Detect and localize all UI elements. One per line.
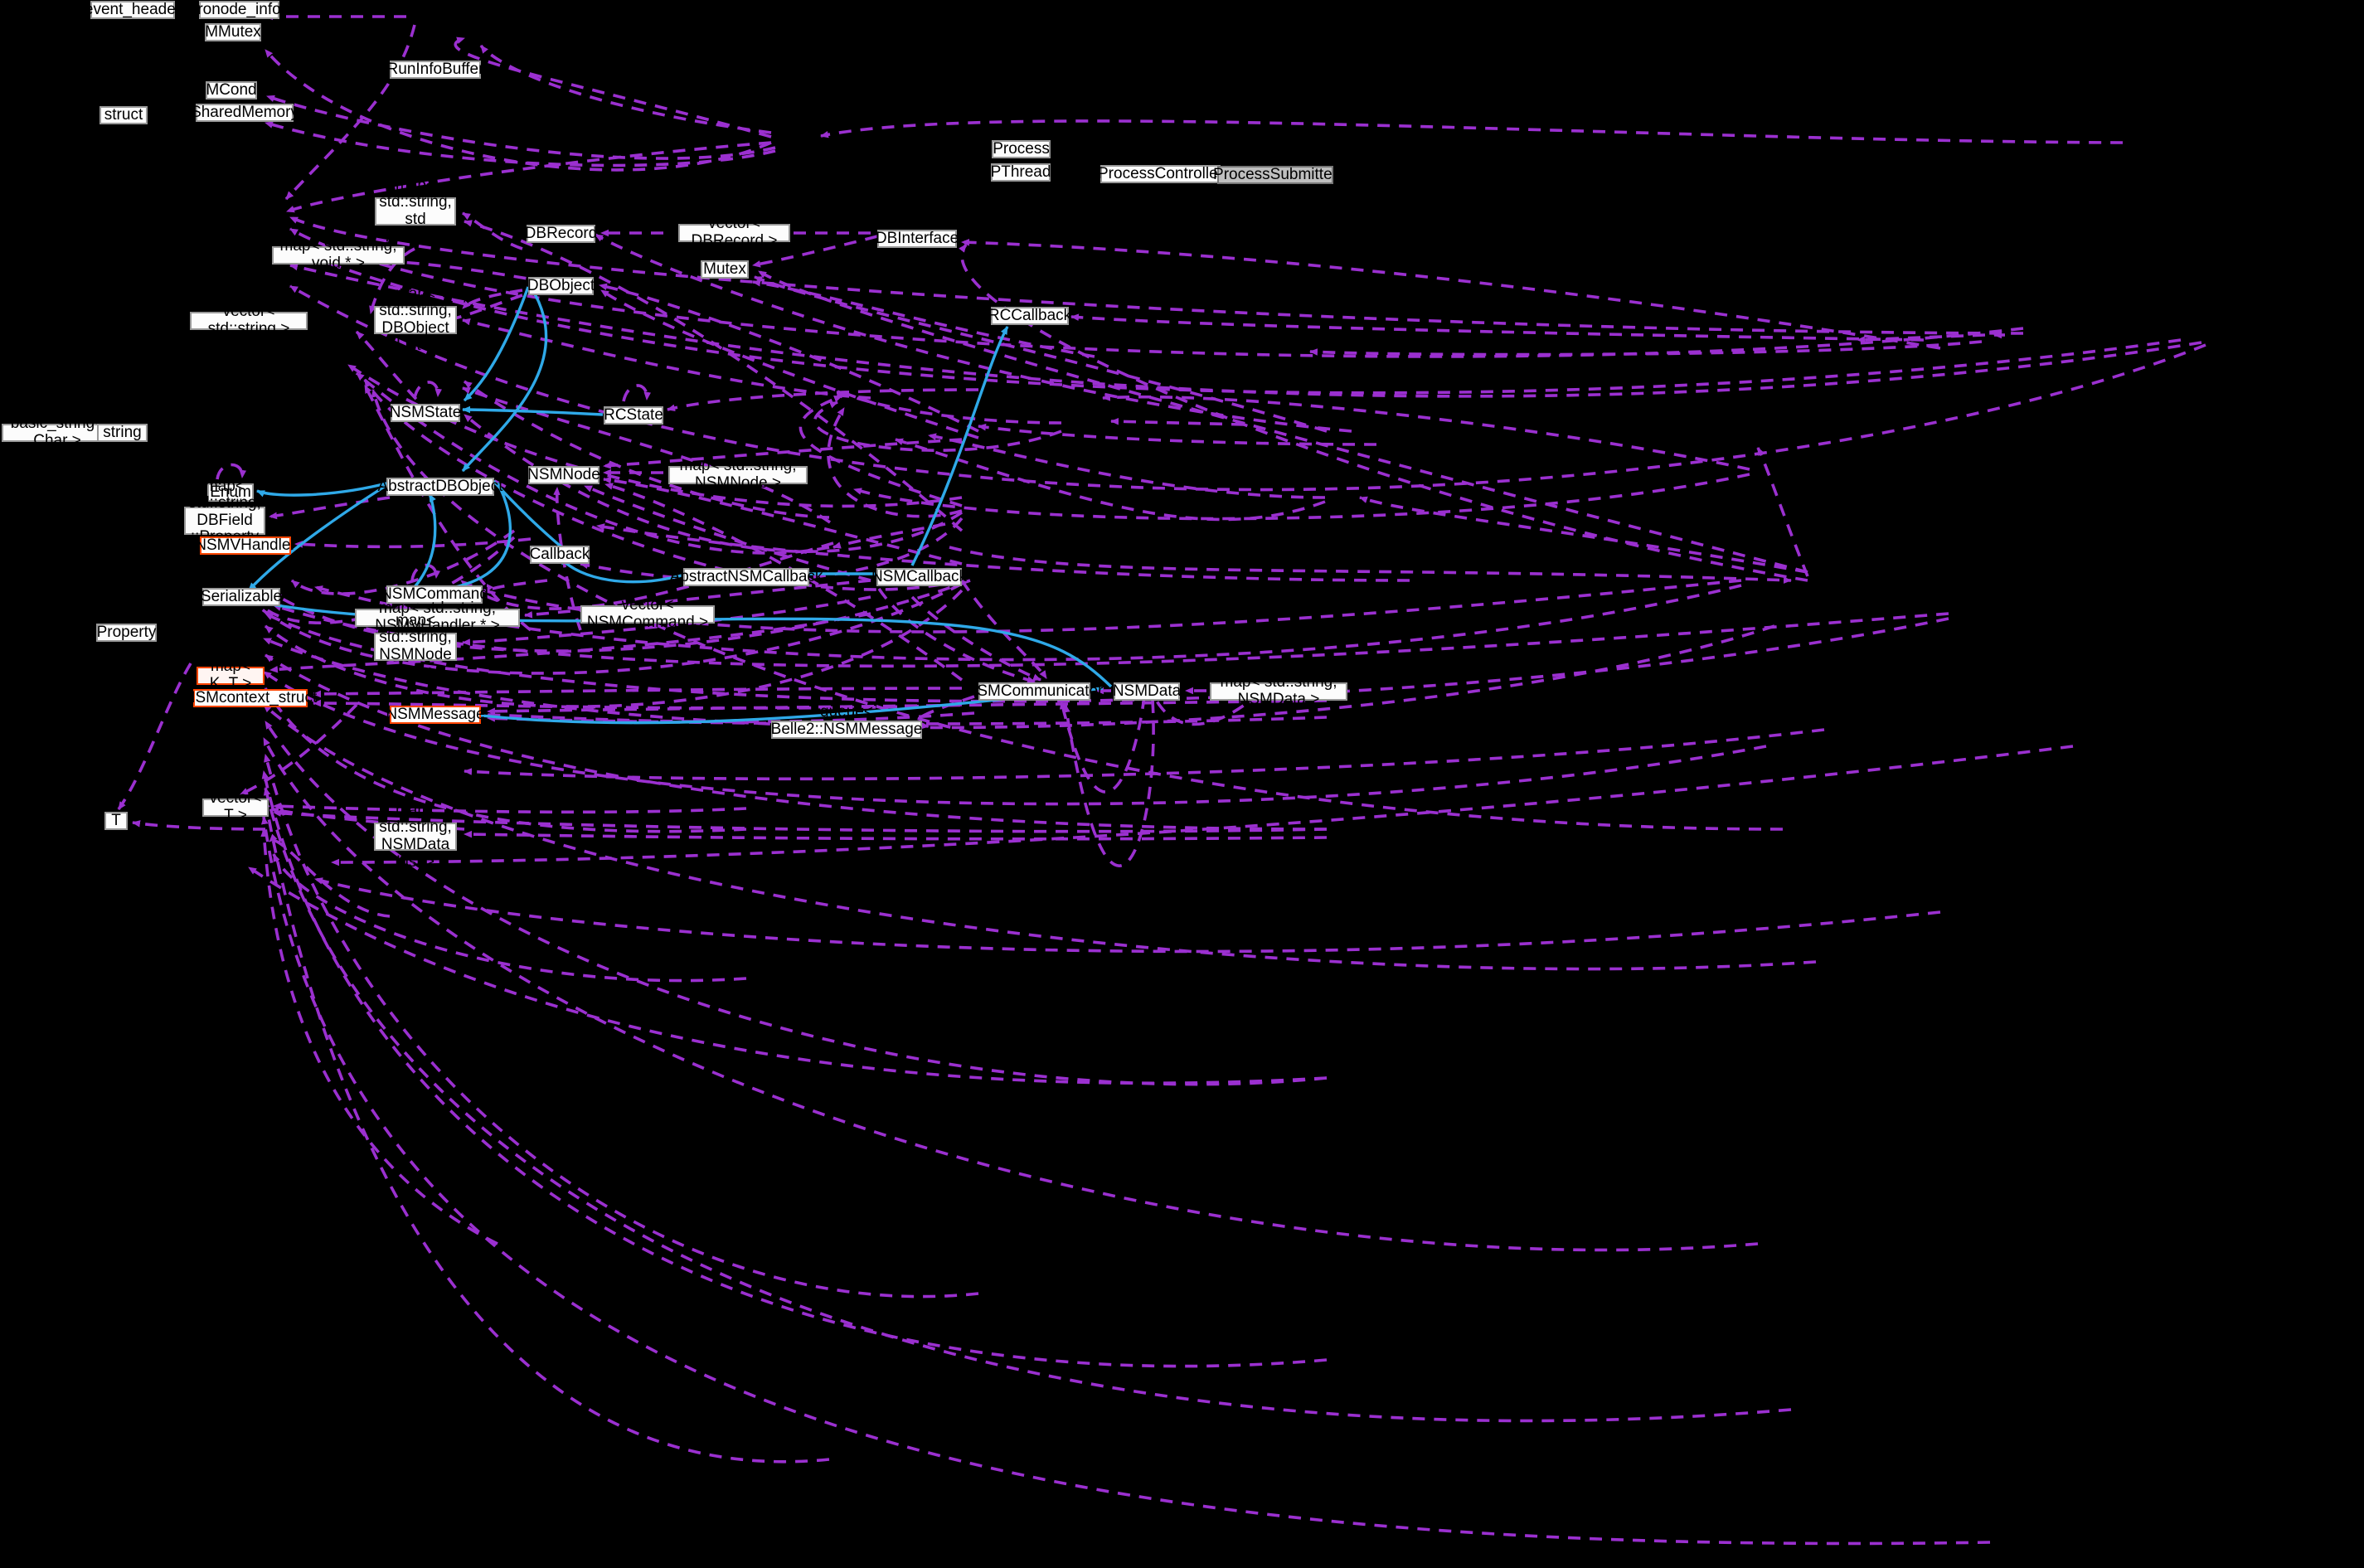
class-node-NSMcontext_struct[interactable]: NSMcontext_struct bbox=[183, 688, 318, 707]
class-node-event_header[interactable]: event_header bbox=[84, 0, 182, 19]
class-node-map_str_DBObjList[interactable]: map< std::string, DBObject List > bbox=[374, 285, 457, 353]
class-node-queue_NSMMessage[interactable]: queue< Belle2::NSMMessage > bbox=[770, 703, 923, 755]
class-node-string[interactable]: string bbox=[97, 424, 148, 442]
class-node-basic_string[interactable]: basic_string< Char > bbox=[2, 415, 113, 449]
class-node-map_str_NSMDataList[interactable]: map< std::string, NSMData List > bbox=[374, 802, 457, 870]
class-node-ronode_info[interactable]: ronode_info bbox=[197, 0, 281, 19]
class-node-map_str_NSMVH[interactable]: map< std::string, NSMVHandler * > bbox=[355, 600, 520, 634]
class-node-MCond[interactable]: MCond bbox=[206, 80, 257, 100]
class-node-map_str_NSMNode[interactable]: map< std::string, NSMNode > bbox=[668, 458, 808, 492]
class-node-vector_DBRecord[interactable]: vector< DBRecord > bbox=[678, 216, 790, 250]
class-node-map_str_NSMData[interactable]: map< std::string, NSMData > bbox=[1210, 674, 1347, 708]
class-node-RunInfoBuffer[interactable]: RunInfoBuffer bbox=[386, 60, 484, 79]
class-node-AbstractNSMCallback[interactable]: AbstractNSMCallback bbox=[669, 567, 823, 586]
class-node-DBRecord[interactable]: DBRecord bbox=[524, 224, 598, 243]
class-node-DBInterface[interactable]: DBInterface bbox=[875, 229, 959, 248]
class-node-ProcessSubmitter[interactable]: ProcessSubmitter bbox=[1213, 165, 1337, 184]
class-node-Callback[interactable]: Callback bbox=[529, 545, 590, 564]
class-node-NSMMessage[interactable]: NSMMessage bbox=[386, 705, 485, 724]
class-node-struct[interactable]: struct bbox=[100, 106, 148, 124]
class-node-NSMNode[interactable]: NSMNode bbox=[527, 465, 600, 484]
class-node-vector_str[interactable]: vector< std::string > bbox=[190, 303, 308, 337]
class-node-NSMCallback[interactable]: NSMCallback bbox=[871, 567, 968, 586]
class-node-NSMVHandler[interactable]: NSMVHandler bbox=[195, 536, 296, 555]
usage-edges bbox=[117, 12, 2206, 1546]
class-node-NSMState[interactable]: NSMState bbox=[389, 403, 462, 422]
class-node-ProcessController[interactable]: ProcessController bbox=[1098, 164, 1223, 183]
class-node-vector_NSMCommand[interactable]: vector< NSMCommand > bbox=[580, 597, 715, 631]
class-node-NSMData[interactable]: NSMData bbox=[1112, 682, 1182, 701]
class-node-NSMCommand[interactable]: NSMCommand bbox=[381, 585, 488, 604]
class-node-map_str_str[interactable]: map< std::string, std ::string > bbox=[375, 177, 456, 245]
class-node-map_K_T[interactable]: map< K, T > bbox=[197, 658, 265, 692]
class-node-PThread[interactable]: PThread bbox=[990, 163, 1051, 182]
class-node-MMutex[interactable]: MMutex bbox=[205, 22, 261, 41]
class-node-map_str_NSMNodeMap[interactable]: map< std::string, NSMNode Map > bbox=[374, 612, 457, 680]
class-node-T[interactable]: T bbox=[104, 812, 128, 830]
class-node-Serializable[interactable]: Serializable bbox=[200, 587, 283, 606]
class-node-RCState[interactable]: RCState bbox=[604, 405, 663, 425]
class-node-SharedMemory[interactable]: SharedMemory bbox=[191, 103, 299, 122]
class-node-NSMCommunicator[interactable]: NSMCommunicator bbox=[965, 682, 1104, 701]
class-node-Enum[interactable]: Enum bbox=[207, 483, 254, 502]
class-node-map_str_DBField[interactable]: map< std::string, DBField ::Property > bbox=[184, 478, 265, 563]
class-node-Property[interactable]: Property bbox=[96, 623, 157, 642]
class-node-vector_T[interactable]: vector< T > bbox=[202, 790, 269, 824]
class-node-RCCallback[interactable]: RCCallback bbox=[988, 306, 1072, 325]
class-node-Mutex[interactable]: Mutex bbox=[701, 260, 749, 279]
class-node-Process[interactable]: Process bbox=[992, 139, 1051, 158]
class-node-AbstractDBObject[interactable]: AbstractDBObject bbox=[377, 477, 503, 496]
class-node-DBObject[interactable]: DBObject bbox=[527, 276, 595, 295]
class-node-map_str_void[interactable]: map< std::string, void * > bbox=[272, 238, 405, 272]
